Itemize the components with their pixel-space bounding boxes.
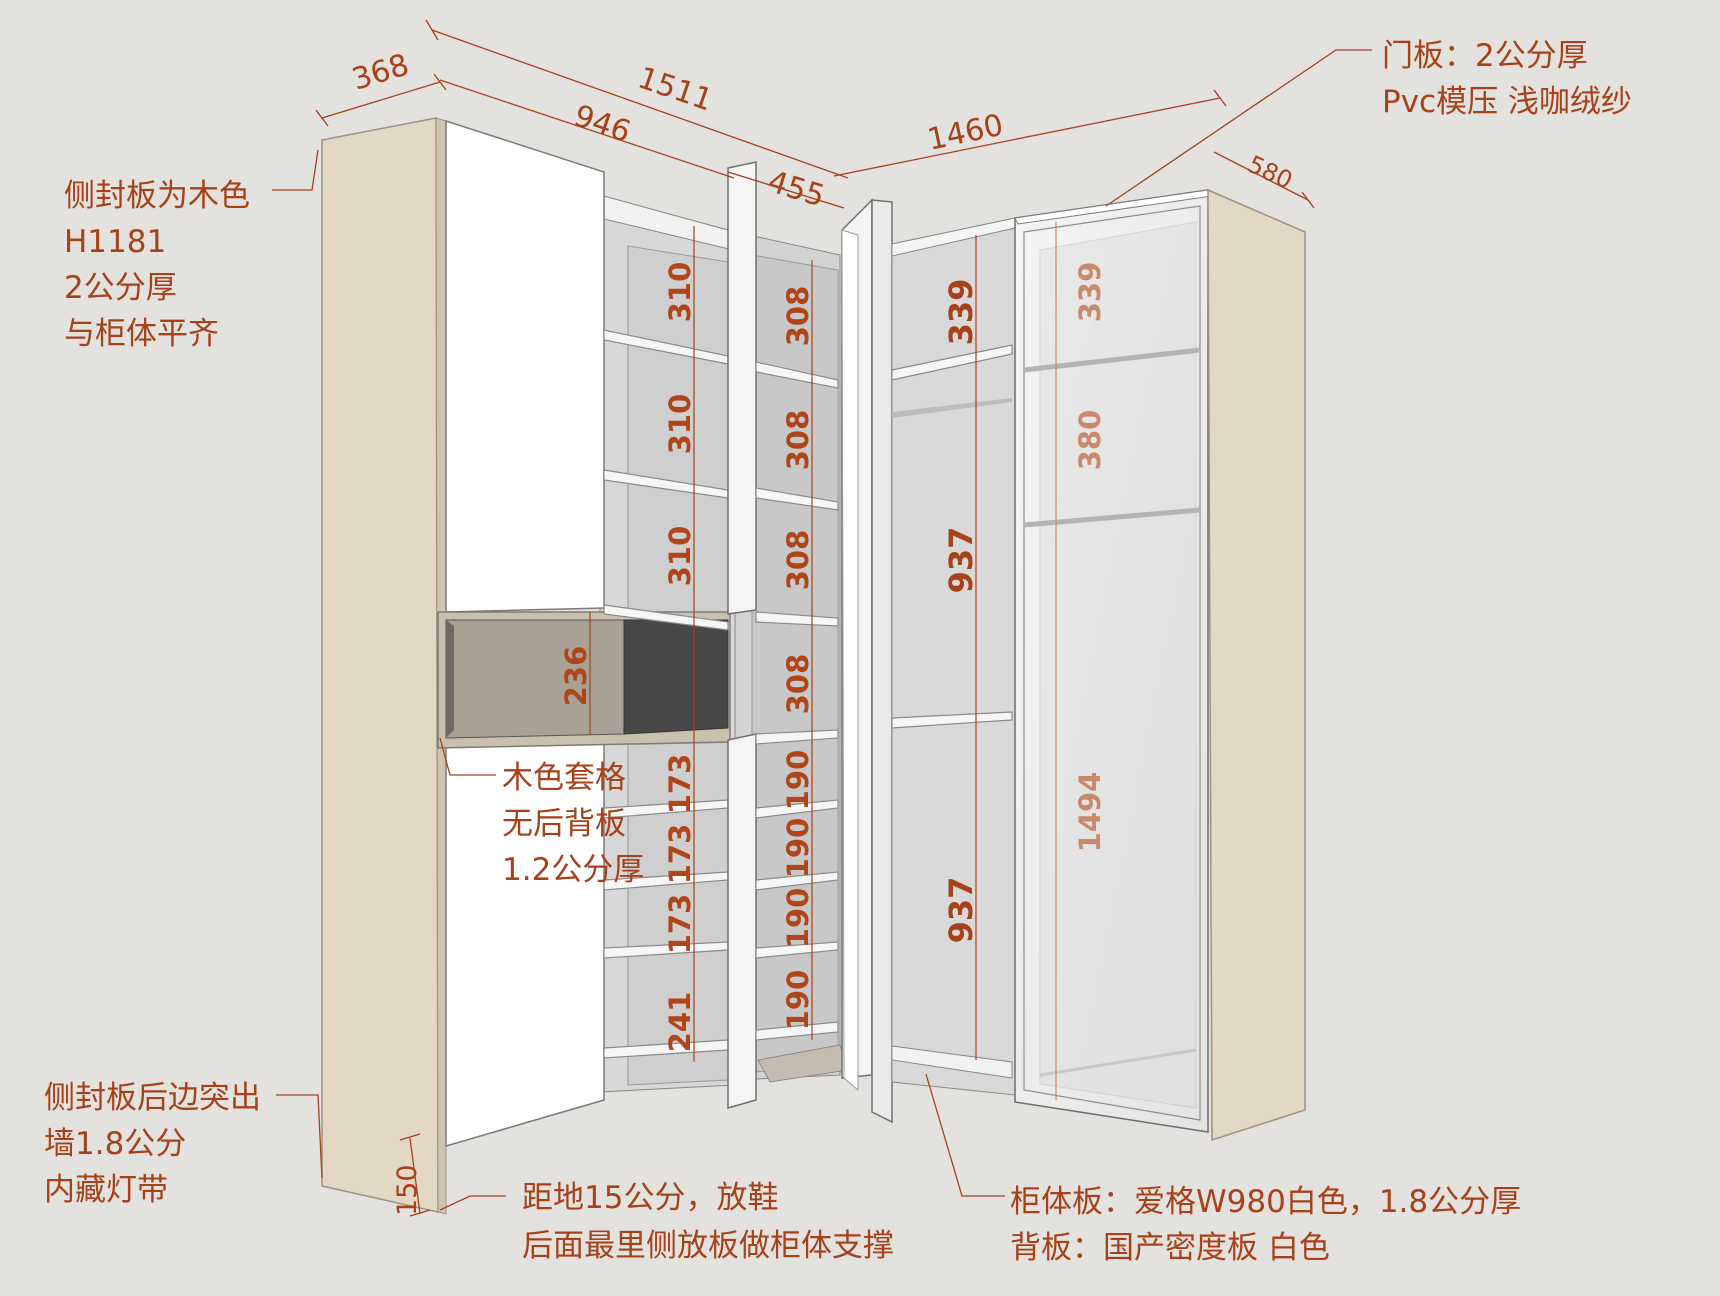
dim-left-lower-label: 173 (663, 824, 697, 885)
dim-middle-lower-label: 190 (781, 888, 815, 949)
dim-right-glass-label: 380 (1073, 410, 1107, 471)
callout-cabinet-material: 柜体板：爱格W980白色，1.8公分厚 背板：国产密度板 白色 (1010, 1184, 1521, 1266)
dim-total-width: 1511 (633, 60, 717, 118)
material-line-1: 柜体板：爱格W980白色，1.8公分厚 (1010, 1184, 1521, 1220)
dim-middle-upper-label: 308 (781, 410, 815, 471)
dim-hanging-label: 937 (942, 877, 980, 944)
dim-right-depth: 580 (1243, 150, 1296, 195)
side-panel-line-4: 与柜体平齐 (64, 316, 219, 352)
dim-niche-label: 236 (559, 646, 593, 707)
dim-middle-upper-label: 308 (781, 654, 815, 715)
callout-base-gap: 距地15公分，放鞋 后面最里侧放板做柜体支撑 (522, 1180, 894, 1264)
niche-line-2: 无后背板 (502, 806, 626, 842)
side-panel-line-2: H1181 (64, 224, 166, 260)
glass-wardrobe (1014, 189, 1213, 1133)
dim-right-glass-label: 339 (1073, 262, 1107, 323)
hanging-section (891, 217, 1016, 1096)
dim-hanging-label: 339 (942, 279, 980, 346)
dim-right-width: 1460 (924, 108, 1006, 158)
middle-shelves (755, 361, 839, 1041)
side-back-line-3: 内藏灯带 (44, 1172, 168, 1208)
material-line-2: 背板：国产密度板 白色 (1010, 1230, 1330, 1266)
interior-dimension-lines (589, 222, 1057, 1100)
door-panel-line-2: Pvc模压 浅咖绒纱 (1382, 84, 1632, 120)
dim-left-lower-label: 241 (663, 992, 697, 1053)
left-shelves (603, 329, 729, 1059)
dim-left-upper-label: 310 (663, 394, 697, 455)
dim-corner-width: 455 (764, 164, 829, 214)
dim-middle-upper-label: 308 (781, 286, 815, 347)
base-gap-line-2: 后面最里侧放板做柜体支撑 (522, 1228, 894, 1264)
dimension-lines (315, 19, 1315, 1217)
dim-left-lower-label: 173 (663, 754, 697, 815)
dim-left-upper-label: 310 (663, 262, 697, 323)
dim-left-lower-label: 173 (663, 894, 697, 955)
leader-lines (272, 49, 1372, 1211)
callout-side-panel-back: 侧封板后边突出 墙1.8公分 内藏灯带 (44, 1080, 261, 1208)
niche-line-3: 1.2公分厚 (502, 852, 644, 888)
right-side-panel (1207, 188, 1306, 1142)
dim-base-height: 150 (392, 1164, 423, 1216)
dim-hanging-label: 937 (942, 527, 980, 594)
dim-middle-upper-label: 308 (781, 530, 815, 591)
callout-side-panel: 侧封板为木色 H1181 2公分厚 与柜体平齐 (64, 178, 250, 352)
niche-line-1: 木色套格 (502, 760, 626, 796)
dim-left-section-width: 946 (569, 98, 635, 150)
side-back-line-2: 墙1.8公分 (44, 1126, 186, 1162)
side-panel-line-3: 2公分厚 (64, 270, 177, 306)
corner-doors (841, 198, 893, 1124)
dim-middle-lower-label: 190 (781, 818, 815, 879)
callout-niche: 木色套格 无后背板 1.2公分厚 (502, 760, 644, 888)
side-panel-line-1: 侧封板为木色 (64, 178, 250, 214)
callout-door-panel: 门板：2公分厚 Pvc模压 浅咖绒纱 (1382, 38, 1632, 120)
door-panel-line-1: 门板：2公分厚 (1382, 38, 1588, 74)
dim-middle-lower-label: 190 (781, 750, 815, 811)
dim-left-depth: 368 (348, 47, 413, 97)
left-cabinet-section (437, 119, 736, 1147)
left-side-panel (321, 117, 447, 1215)
dim-left-upper-label: 310 (663, 526, 697, 587)
base-gap-line-1: 距地15公分，放鞋 (522, 1180, 778, 1216)
middle-corner-section (727, 161, 849, 1109)
dim-right-glass-label: 1494 (1073, 772, 1107, 853)
dim-middle-lower-label: 190 (781, 970, 815, 1031)
interior-dimension-labels: 310 310 310 308 308 308 308 236 173 173 173 241 190 1… (559, 262, 1107, 1053)
side-back-line-1: 侧封板后边突出 (44, 1080, 261, 1116)
